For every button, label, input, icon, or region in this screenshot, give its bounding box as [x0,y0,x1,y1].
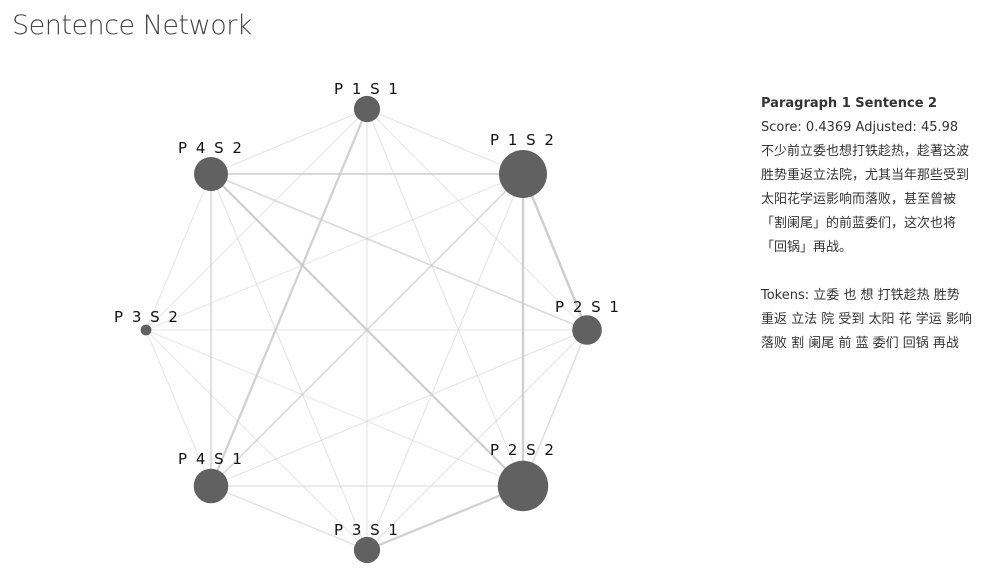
node-p3s1[interactable] [353,536,381,564]
labels-layer: P 1 S 1 P 1 S 2 P 2 S 1 P 2 S 2 P 3 S 1 P 4 S… [114,80,621,539]
node-label-p1s2: P 1 S 2 [490,131,556,149]
node-p2s1[interactable] [572,315,602,345]
nodes-layer [140,95,602,564]
edge-p1s2-p3s2 [145,173,524,331]
edge-p2s1-p4s2 [210,173,588,331]
node-label-p1s1: P 1 S 1 [334,80,400,98]
sentence-tokens: Tokens: 立委 也 想 打铁趁热 胜势 重返 立法 院 受到 太阳 花 学… [761,288,972,351]
node-label-p3s2: P 3 S 2 [114,308,180,326]
edge-p1s2-p3s1 [366,173,524,551]
sentence-score: Score: 0.4369 Adjusted: 45.98 [761,120,959,135]
edge-p3s1-p4s1 [210,485,368,551]
node-label-p2s2: P 2 S 2 [490,441,556,459]
node-p4s2[interactable] [194,157,228,191]
node-p1s1[interactable] [353,95,381,123]
edge-p1s2-p2s1 [521,173,589,331]
page-title: Sentence Network [12,10,252,41]
node-label-p4s2: P 4 S 2 [178,139,244,157]
node-p3s2[interactable] [140,324,152,336]
sentence-text: 不少前立委也想打铁趁热，趁著这波胜势重返立法院，尤其当年那些受到太阳花学运影响而… [761,144,970,255]
edge-p1s1-p2s2 [366,108,524,487]
edge-p1s1-p4s2 [210,108,368,175]
edge-p2s2-p3s2 [145,329,524,487]
edge-p1s1-p1s2 [366,108,524,175]
node-p4s1[interactable] [193,468,229,504]
node-label-p4s1: P 4 S 1 [178,450,244,468]
node-p2s2[interactable] [497,460,549,512]
edge-p2s2-p3s1 [366,484,524,552]
edge-p3s2-p4s2 [145,173,212,331]
sentence-heading: Paragraph 1 Sentence 2 [761,96,938,111]
edge-p3s1-p3s2 [145,329,368,551]
edge-p4s1-p3s2 [145,329,212,487]
edge-p3s1-p4s2 [210,173,368,551]
sentence-network-graph: P 1 S 1 P 1 S 2 P 2 S 1 P 2 S 2 P 3 S 1 P 4 S… [114,80,621,564]
edge-p2s1-p2s2 [522,329,588,487]
node-label-p3s1: P 3 S 1 [334,521,400,539]
sentence-details-panel: Paragraph 1 Sentence 2 Score: 0.4369 Adj… [761,92,973,356]
node-label-p2s1: P 2 S 1 [555,298,621,316]
node-p1s2[interactable] [499,150,547,198]
edge-p2s2-p4s2 [210,173,524,487]
edge-p2s1-p4s1 [210,329,588,487]
edges-layer [145,108,589,552]
edge-p1s1-p4s1 [209,108,369,487]
